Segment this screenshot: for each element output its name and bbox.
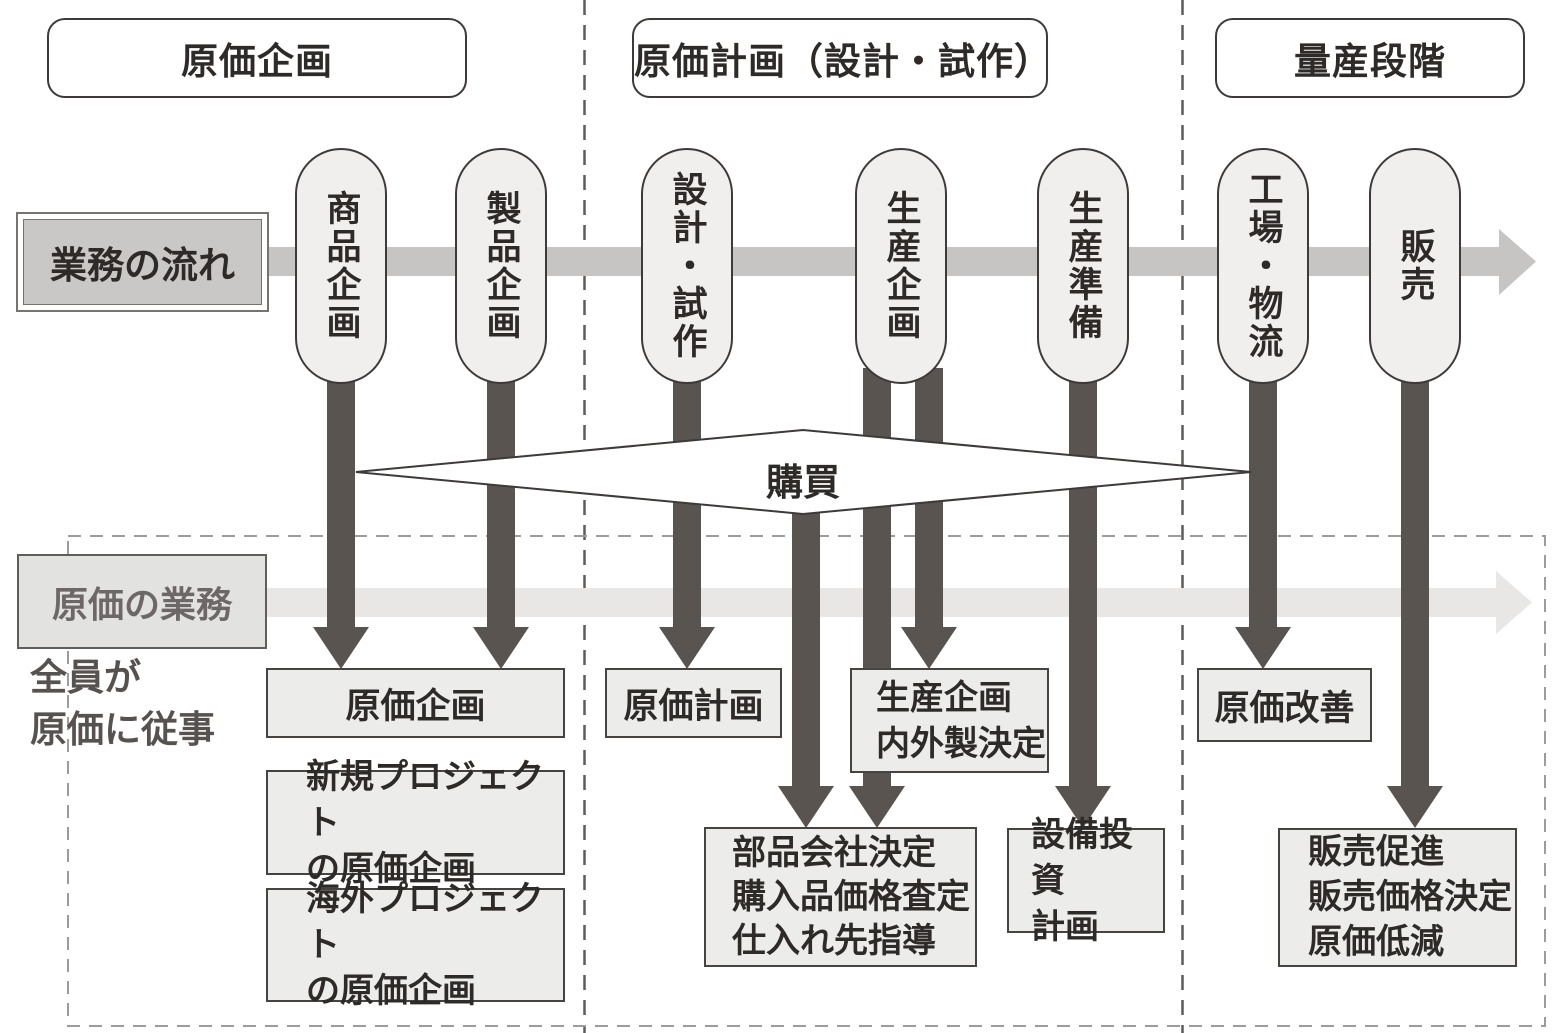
cost-work-arrowhead-icon: [1496, 571, 1532, 634]
box-production-planning-make-or-buy: 生産企画 内外製決定: [850, 668, 1049, 773]
pill-production-planning-label: 生産企画: [881, 190, 921, 342]
down-arrow-factory-icon: [1235, 368, 1291, 669]
box-overseas-project-cost-planning: 海外プロジェクト の原価企画: [266, 880, 565, 1010]
box-parts-supplier-decisions: 部品会社決定 購入品価格査定 仕入れ先指導: [704, 827, 977, 967]
down-arrow-product-planning-icon: [313, 368, 369, 669]
box-equipment-investment-plan: 設備投資 計画: [1007, 816, 1165, 946]
pill-product-planning: 商品企画: [295, 148, 387, 384]
purchasing-label: 購買: [766, 462, 840, 503]
box-cost-planning: 原価企画: [266, 668, 565, 738]
phase-header-cost-planning: 原価企画: [47, 18, 467, 98]
pill-sales-label: 販売: [1395, 228, 1435, 304]
pill-production-preparation: 生産準備: [1037, 148, 1129, 384]
pill-product-planning-label: 商品企画: [321, 190, 361, 342]
pill-product-development: 製品企画: [455, 148, 547, 384]
down-arrow-product-dev-icon: [473, 368, 529, 669]
everyone-engaged-note: 全員が 原価に従事: [30, 657, 215, 750]
pill-design-prototype-label: 設計・試作: [667, 171, 707, 361]
cost-work-label-box: 原価の業務: [17, 554, 267, 649]
down-arrow-purchasing-icon: [778, 498, 834, 828]
pill-sales: 販売: [1369, 148, 1461, 384]
pill-design-prototype: 設計・試作: [641, 148, 733, 384]
pill-factory-logistics-label: 工場・物流: [1243, 171, 1283, 361]
pill-factory-logistics: 工場・物流: [1217, 148, 1309, 384]
purchasing-diamond: [355, 428, 1252, 516]
box-cost-improvement: 原価改善: [1197, 668, 1372, 742]
down-arrow-design-icon: [659, 368, 715, 669]
phase-header-cost-plan-design: 原価計画（設計・試作）: [632, 18, 1051, 98]
down-arrow-sales-icon: [1387, 368, 1443, 828]
business-flow-label: 業務の流れ: [23, 219, 262, 305]
box-sales-promotion-pricing: 販売促進 販売価格決定 原価低減: [1278, 828, 1517, 967]
pill-product-development-label: 製品企画: [481, 190, 521, 342]
business-flow-arrowhead-icon: [1499, 229, 1536, 295]
pill-production-planning: 生産企画: [855, 148, 947, 384]
pill-production-preparation-label: 生産準備: [1063, 190, 1103, 342]
down-arrow-production-planning-right-icon: [901, 368, 957, 669]
box-cost-plan: 原価計画: [605, 668, 782, 738]
box-new-project-cost-planning: 新規プロジェクト の原価企画: [266, 758, 565, 888]
phase-header-mass-production: 量産段階: [1215, 18, 1525, 98]
business-flow-label-box: 業務の流れ: [16, 212, 269, 312]
